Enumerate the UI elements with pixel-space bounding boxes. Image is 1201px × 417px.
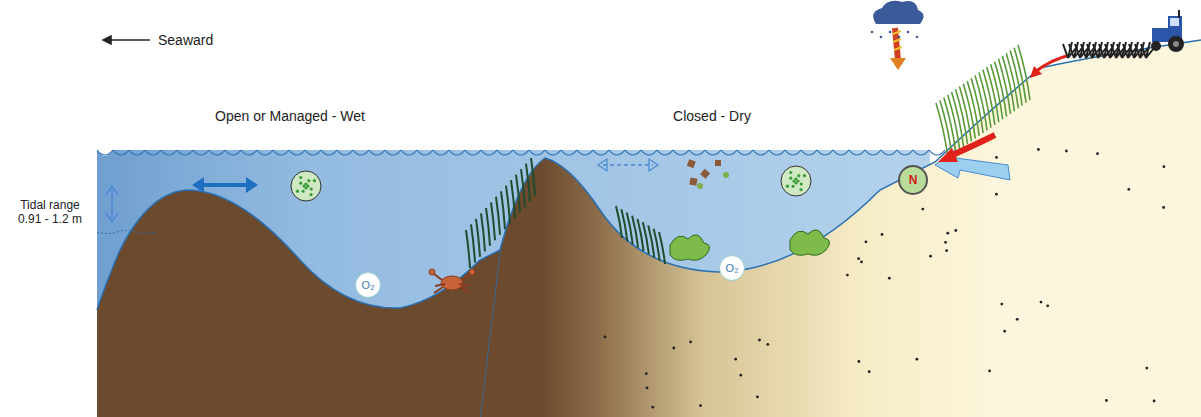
node-text: O₂ [362, 279, 375, 291]
direction-label: Seaward [158, 32, 213, 48]
oxygen-bubble: O₂ [355, 272, 381, 298]
oxygen-bubble: O₂ [719, 255, 745, 281]
node-text: O₂ [726, 262, 739, 274]
zone-label: Closed - Dry [673, 108, 751, 124]
node-text: N [909, 173, 918, 187]
zone-label: Open or Managed - Wet [215, 108, 365, 124]
tidal-range-label: Tidal range 0.91 - 1.2 m [9, 198, 91, 227]
nitrogen-circle: N [898, 165, 928, 195]
